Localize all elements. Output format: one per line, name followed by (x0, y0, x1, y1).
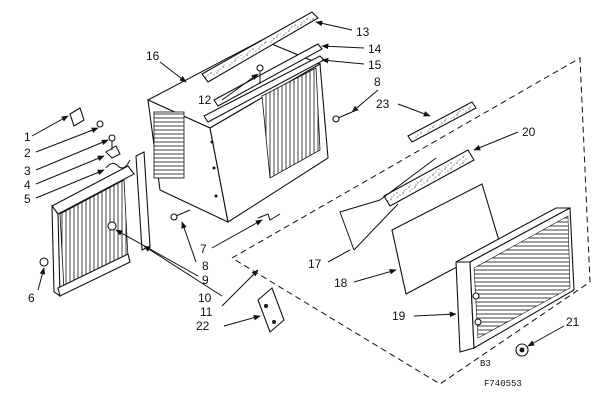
label-10: 10 (198, 291, 212, 305)
label-21: 21 (566, 315, 580, 329)
clip-part-7 (257, 213, 281, 221)
label-5: 5 (24, 192, 31, 206)
label-20: 20 (522, 125, 536, 139)
label-11: 11 (200, 305, 213, 319)
bracket-part-1 (69, 107, 104, 128)
grommet-part-10 (107, 221, 117, 231)
leader-lines (31, 20, 565, 347)
label-17: 17 (308, 257, 322, 271)
exploded-boundary (231, 57, 591, 385)
label-23: 23 (376, 97, 390, 111)
side-strip-part-9 (135, 151, 151, 251)
label-13: 13 (356, 25, 370, 39)
label-22: 22 (196, 319, 210, 333)
screw-part-8-lower (170, 209, 191, 221)
bracket-part-22 (257, 287, 285, 333)
label-4: 4 (24, 178, 31, 192)
label-8-upper: 8 (374, 75, 381, 89)
clip-part-3 (105, 145, 121, 159)
top-rail-part-13 (201, 11, 319, 83)
label-18: 18 (334, 276, 348, 290)
sheet-code: B3 (480, 359, 491, 369)
label-14: 14 (368, 42, 382, 56)
label-8-lower: 8 (202, 259, 209, 273)
label-1: 1 (24, 130, 31, 144)
spring-part-4 (105, 159, 131, 169)
screw-part-12 (256, 64, 264, 84)
label-6: 6 (28, 291, 35, 305)
label-15: 15 (368, 58, 382, 72)
label-7: 7 (200, 242, 207, 256)
label-19: 19 (392, 309, 406, 323)
part-number-code: F740553 (484, 379, 522, 389)
rail-part-23 (407, 101, 477, 143)
label-12: 12 (198, 93, 212, 107)
knob-part-21 (515, 343, 529, 357)
label-16: 16 (146, 49, 160, 63)
screw-part-2 (108, 134, 116, 150)
front-grille-part-19 (455, 207, 575, 353)
cabinet-part-16 (146, 39, 329, 223)
screw-part-8-upper (332, 111, 353, 123)
seal-part-20 (383, 149, 475, 207)
part-labels: 1 2 3 4 5 6 16 13 14 15 12 8 23 20 7 8 9… (24, 25, 580, 389)
label-2: 2 (24, 146, 31, 160)
side-frame-part-5 (39, 165, 135, 298)
label-3: 3 (24, 164, 31, 178)
pointer-lines-17 (339, 157, 437, 251)
label-9: 9 (202, 273, 209, 287)
